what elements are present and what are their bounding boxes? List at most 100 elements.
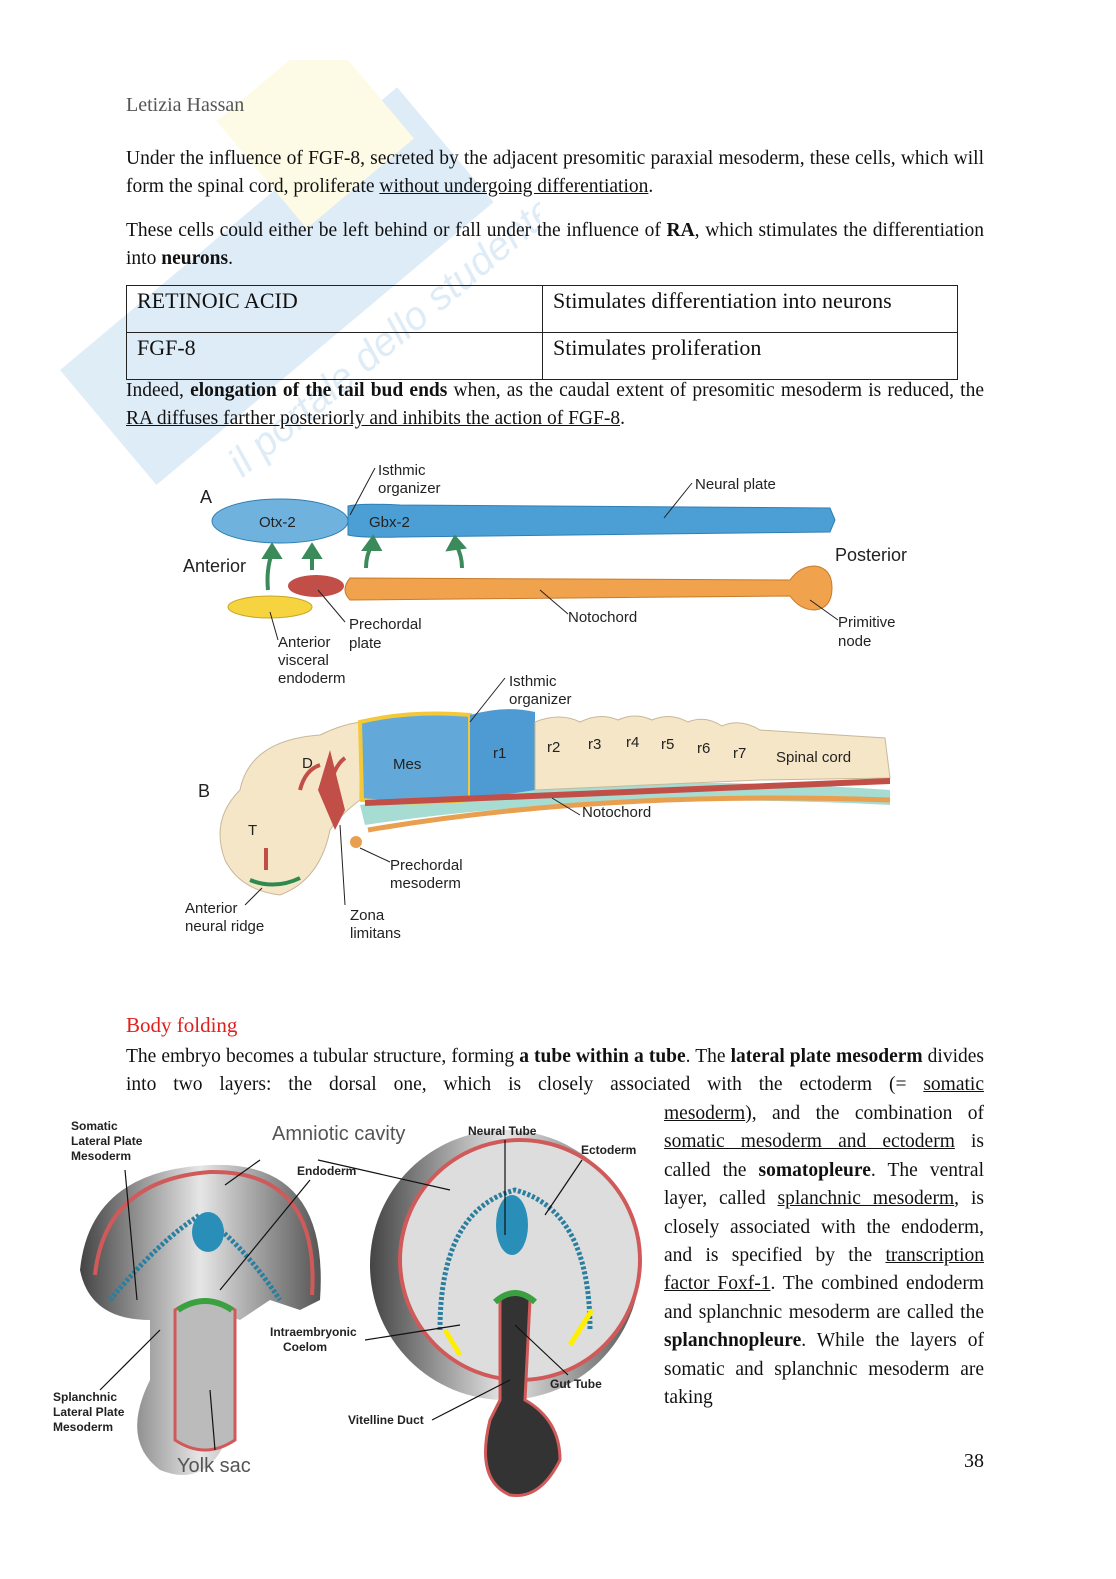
text-run: . The [685,1046,731,1067]
signal-arrows-b [264,756,347,870]
label-limitans: limitans [350,925,401,942]
bold-text: lateral plate mesoderm [730,1046,923,1067]
label-ave-2: visceral [278,652,329,669]
label-splanchnic-2: Lateral Plate [53,1405,125,1419]
bold-text: somatopleure [758,1159,871,1181]
label-vitelline-duct: Vitelline Duct [348,1413,424,1427]
author-header: Letizia Hassan [126,94,245,116]
label-r1: r1 [493,745,506,762]
label-organizer: organizer [378,480,441,497]
text-run: . The combined endoderm and splanchnic m… [664,1273,984,1323]
label-anterior: Anterior [183,556,246,576]
bold-text: splanchnopleure [664,1330,802,1352]
underlined-text: somatic [923,1074,984,1096]
label-somatic-3: Mesoderm [71,1149,131,1163]
label-somatic-1: Somatic [71,1119,118,1133]
paragraph-intro: Under the influence of FGF-8, secreted b… [126,145,984,202]
label-prechordal-b: Prechordal [390,857,463,874]
table-row: FGF-8 Stimulates proliferation [126,332,958,380]
label-neural-plate: Neural plate [695,476,776,493]
zona-limitans-shape [318,750,345,830]
bold-text: a tube within a tube [519,1046,686,1067]
label-notochord: Notochord [568,609,637,626]
text-run: , which stimulates the differentiation i… [126,220,984,270]
text-run: is called the [664,1131,984,1181]
signal-arrows [261,534,467,591]
label-isthmic: Isthmic [378,462,426,479]
bold-text: neurons [161,248,229,270]
label-r4: r4 [626,734,639,751]
underlined-text: mesoderm [664,1103,746,1124]
table-cell-factor: FGF-8 [126,332,543,380]
gbx2-region [347,503,836,538]
table-cell-effect: Stimulates proliferation [542,332,958,380]
text-run: . [228,248,233,270]
label-t: T [248,822,257,839]
label-node: node [838,633,871,650]
signal-table: RETINOIC ACID Stimulates differentiation… [126,285,958,380]
page-number: 38 [964,1450,984,1472]
label-mes: Mes [393,756,421,773]
paragraph-body-folding: The embryo becomes a tubular structure, … [126,1043,984,1100]
text-run: ), and the combination of [745,1103,984,1124]
text-run: The embryo becomes a tubular structure, … [126,1046,520,1067]
underlined-text: somatic mesoderm and ectoderm [664,1131,955,1153]
label-anr-1: Anterior [185,900,238,917]
notochord-b [367,795,891,833]
notochord-a [344,565,833,611]
text-run: , is closely associated with the endoder… [664,1188,984,1267]
hindbrain-spinal-cord [534,715,891,791]
label-coelom-2: Coelom [283,1340,327,1354]
label-zona: Zona [350,907,385,924]
label-organizer-b: organizer [509,691,572,708]
label-endoderm: Endoderm [297,1164,356,1178]
forebrain [219,721,361,896]
label-isthmic-b: Isthmic [509,673,557,690]
label-primitive: Primitive [838,614,896,631]
label-r3: r3 [588,736,601,753]
table-cell-factor: RETINOIC ACID [126,285,543,333]
text-run: . [620,408,625,430]
label-mesoderm-b: mesoderm [390,875,461,892]
prechordal-plate-shape [288,575,344,597]
label-plate: plate [349,635,382,652]
label-posterior: Posterior [835,545,907,565]
prechordal-mesoderm-dot [350,836,362,848]
label-ectoderm: Ectoderm [581,1143,636,1157]
otx2-region [211,498,349,544]
text-run: . [648,176,654,198]
paragraph-ra: These cells could either be left behind … [126,217,984,274]
label-notochord-b: Notochord [582,804,651,821]
label-r2: r2 [547,739,560,756]
text-run: Indeed, [126,380,191,401]
text-run: when, as the caudal extent of presomitic… [447,380,985,401]
label-prechordal: Prechordal [349,616,422,633]
panel-b-letter: B [198,781,210,801]
label-ave-3: endoderm [278,670,346,687]
anterior-neural-ridge-shape [249,876,301,887]
label-coelom-1: Intraembryonic [270,1325,357,1339]
label-neural-tube: Neural Tube [468,1124,537,1138]
label-amniotic-cavity: Amniotic cavity [272,1123,405,1145]
label-r6: r6 [697,740,710,757]
floor-plate [365,778,890,806]
label-d: D [302,755,313,772]
underlined-text: without undergoing differentiation [379,176,649,198]
text-run: . While the layers of somatic and splanc… [664,1330,984,1409]
label-spinal-cord: Spinal cord [776,749,851,766]
label-otx2: Otx-2 [259,514,296,531]
table-cell-effect: Stimulates differentiation into neurons [542,285,958,333]
table-row: RETINOIC ACID Stimulates differentiation… [126,285,958,333]
text-run: These cells could either be left behind … [126,220,667,241]
ave-shape [227,595,313,619]
text-run: Under the influence of FGF-8, secreted b… [126,148,984,198]
paragraph-body-folding-cont: mesoderm), and the combination of somati… [664,1100,984,1412]
label-somatic-2: Lateral Plate [71,1134,143,1148]
underlined-text: RA diffuses farther posteriorly and inhi… [126,408,621,430]
label-ave-1: Anterior [278,634,331,651]
text-run: . The ventral layer, called [664,1159,984,1210]
label-splanchnic-3: Mesoderm [53,1420,113,1434]
label-yolk-sac: Yolk sac [177,1455,251,1477]
neural-axis-diagram: A Isthmic organizer Neural plate Otx-2 G… [183,462,907,942]
